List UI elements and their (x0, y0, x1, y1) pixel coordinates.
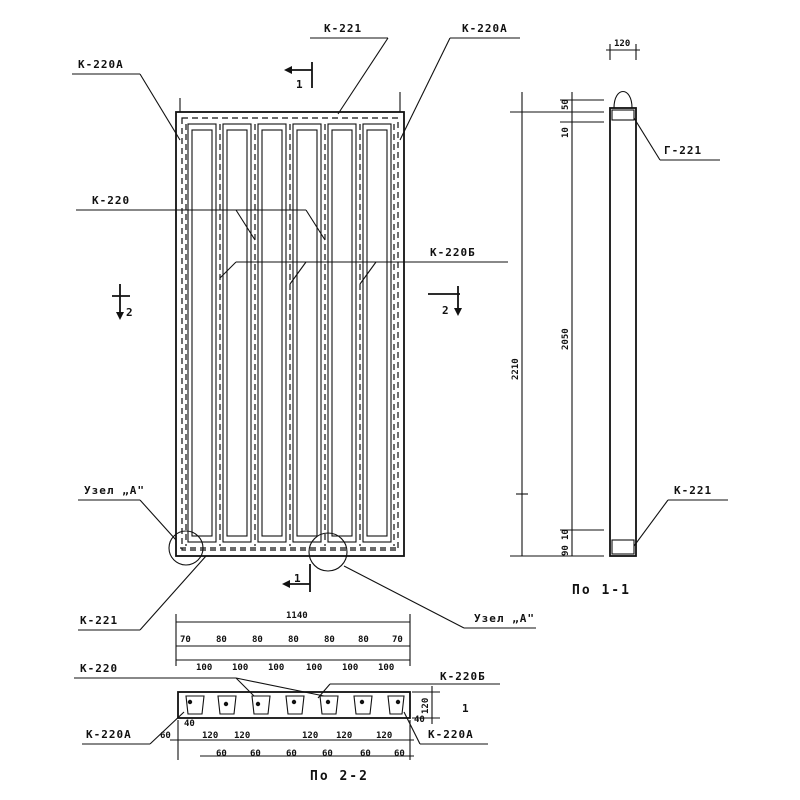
side-dimensions: 50 10 2210 2050 10 90 (510, 92, 604, 557)
cross-section-2-2: К-220 К-220Б 120 1 40 40 60 120 120 120 … (74, 662, 500, 784)
section-mark-1-section: 1 (462, 702, 470, 715)
dim-section-bottom: 60 (286, 749, 297, 759)
hollow-core (362, 123, 392, 543)
label-k220a-section-right: К-220А (428, 728, 474, 741)
front-view-labels: К-221 К-220А К-220А К-220 К-220Б Узел „А… (72, 22, 536, 631)
label-r221-side: Г-221 (664, 144, 702, 157)
plan-dimensions: 1140 70 80 80 80 80 80 70 100 100 100 10… (175, 611, 411, 673)
label-k220-mid-left: К-220 (92, 194, 130, 207)
label-k220b-section: К-220Б (440, 670, 486, 683)
hollow-core (191, 129, 213, 537)
dim-plan-bottom: 100 (268, 663, 284, 673)
dim-section-bottom: 60 (322, 749, 333, 759)
front-view (168, 92, 405, 572)
label-k220a-section-left: К-220А (86, 728, 132, 741)
dim-side-width: 120 (614, 39, 630, 49)
dim-section-60: 60 (160, 731, 171, 741)
dim-section-mid: 120 (376, 731, 392, 741)
dim-section-bottom: 60 (394, 749, 405, 759)
label-k220a-top-right: К-220А (462, 22, 508, 35)
title-cross-section: По 2-2 (310, 769, 369, 784)
dim-side-total: 2210 (511, 358, 521, 380)
title-side-section: По 1-1 (572, 583, 631, 598)
panel-reinforcement-frame (181, 117, 399, 551)
hollow-core (296, 129, 318, 537)
dim-side-top-50: 50 (561, 99, 571, 110)
side-section-body (609, 107, 637, 557)
hollow-core (257, 123, 287, 543)
side-section-1-1: 120 Г-221 К-221 По 1-1 (572, 39, 728, 598)
dim-section-bottom: 60 (216, 749, 227, 759)
dim-plan-top: 80 (324, 635, 335, 645)
label-k220b-mid-right: К-220Б (430, 246, 476, 259)
dim-side-top-10: 10 (561, 127, 571, 138)
hollow-core (366, 129, 388, 537)
dim-side-bottom-10: 10 (561, 529, 571, 540)
label-knot-a-left: Узел „А" (84, 484, 145, 497)
hollow-core (222, 123, 252, 543)
section-mark-1-bottom: 1 (294, 572, 302, 585)
dim-section-bottom: 60 (360, 749, 371, 759)
cross-section-cores (185, 695, 405, 715)
dim-side-inner: 2050 (561, 328, 571, 350)
panel-outer-frame (175, 111, 405, 557)
dim-plan-top: 80 (216, 635, 227, 645)
label-k220-section: К-220 (80, 662, 118, 675)
dim-plan-top: 80 (358, 635, 369, 645)
dim-side-bottom-90: 90 (561, 545, 571, 556)
dim-section-mid: 120 (336, 731, 352, 741)
hollow-core (261, 129, 283, 537)
hollow-core (327, 123, 357, 543)
hollow-cores (187, 123, 392, 543)
section-marks: 1 1 2 2 (112, 62, 462, 592)
label-k220a-top-left: К-220А (78, 58, 124, 71)
label-knot-a-right: Узел „А" (474, 612, 535, 625)
dim-section-mid: 120 (302, 731, 318, 741)
dim-plan-top: 70 (392, 635, 403, 645)
dim-section-40-right: 40 (414, 715, 425, 725)
dim-plan-bottom: 100 (232, 663, 248, 673)
dim-plan-bottom: 100 (378, 663, 394, 673)
dim-plan-top: 80 (288, 635, 299, 645)
label-k221-top: К-221 (324, 22, 362, 35)
hollow-core (226, 129, 248, 537)
dim-section-40-left: 40 (184, 719, 195, 729)
dim-section-mid: 120 (202, 731, 218, 741)
hollow-core (292, 123, 322, 543)
dim-section-height: 120 (421, 698, 431, 714)
hollow-core (331, 129, 353, 537)
rib-reinforcement (185, 124, 395, 546)
section-mark-2-right: 2 (442, 304, 450, 317)
dim-plan-top: 70 (180, 635, 191, 645)
label-k221-bottom-left: К-221 (80, 614, 118, 627)
knot-a-circle-left (168, 530, 204, 566)
knot-a-circle-right (308, 532, 348, 572)
dim-section-bottom: 60 (250, 749, 261, 759)
dim-plan-bottom: 100 (306, 663, 322, 673)
dim-section-mid: 120 (234, 731, 250, 741)
dim-plan-bottom: 100 (196, 663, 212, 673)
section-mark-1-top: 1 (296, 78, 304, 91)
dim-plan-top: 80 (252, 635, 263, 645)
section-mark-2-left: 2 (126, 306, 134, 319)
dim-plan-bottom: 100 (342, 663, 358, 673)
label-k221-side-bottom: К-221 (674, 484, 712, 497)
cross-section-body (177, 691, 411, 719)
cross-section-bars (187, 699, 401, 707)
dim-plan-total: 1140 (286, 611, 308, 621)
